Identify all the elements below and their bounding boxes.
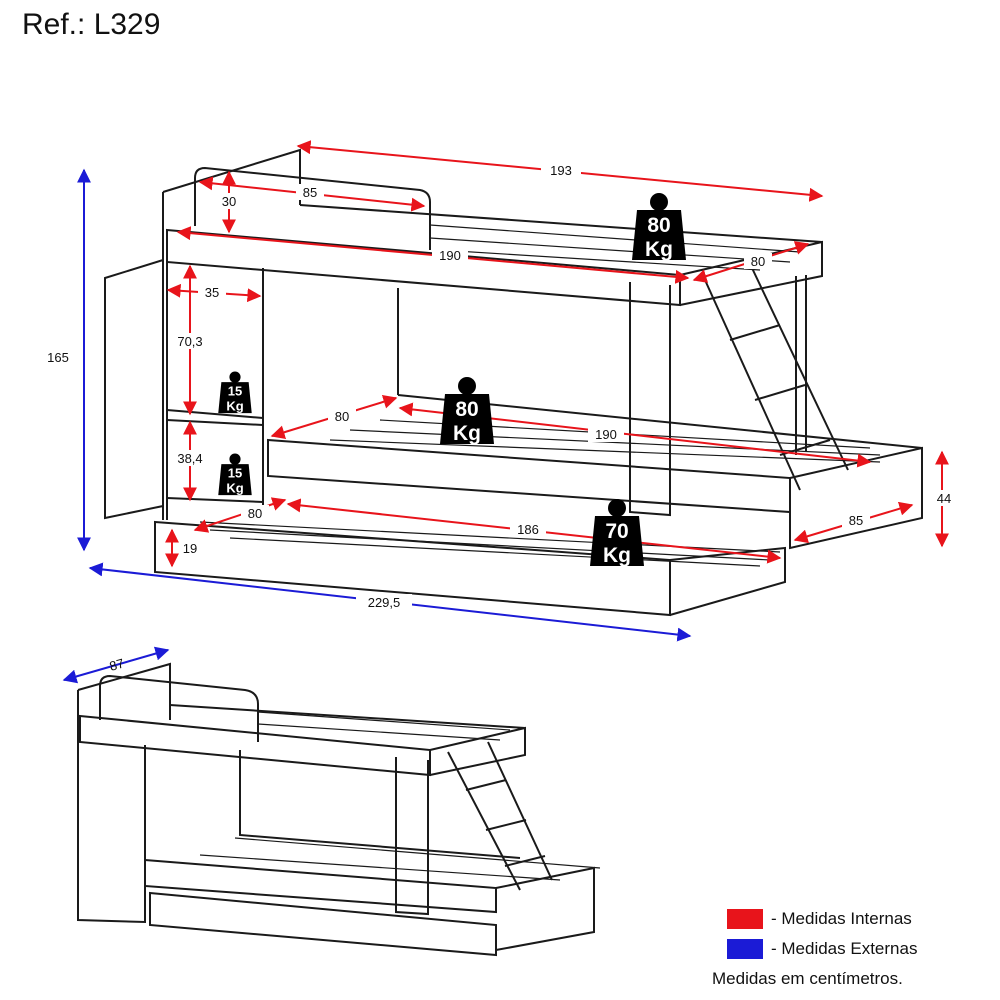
weight-badge-top: 80 Kg	[632, 193, 686, 261]
svg-text:Kg: Kg	[603, 544, 631, 567]
svg-text:Kg: Kg	[453, 422, 481, 445]
dim-186: 186	[517, 522, 539, 537]
legend-internal-label: - Medidas Internas	[771, 909, 912, 928]
legend-note: Medidas em centímetros.	[712, 966, 982, 992]
reference-title: Ref.: L329	[22, 8, 161, 41]
svg-text:80: 80	[455, 398, 478, 421]
dimension-labels: 193 85 30 190 80 35 70,3 165 38,4 80 190…	[47, 162, 958, 674]
svg-text:80: 80	[647, 214, 670, 237]
weight-badge-shelf-upper: 15 Kg	[218, 371, 252, 414]
legend-external: - Medidas Externas	[712, 936, 982, 962]
dim-80-middle: 80	[335, 409, 349, 424]
external-swatch	[727, 939, 763, 959]
dim-44: 44	[937, 491, 951, 506]
dim-30: 30	[222, 194, 236, 209]
weight-badge-trundle: 70 Kg	[590, 499, 644, 567]
svg-text:Kg: Kg	[226, 399, 243, 414]
dim-19: 19	[183, 541, 197, 556]
svg-text:15: 15	[228, 466, 242, 481]
weight-badge-shelf-lower: 15 Kg	[218, 453, 252, 496]
svg-text:15: 15	[228, 384, 242, 399]
dim-165: 165	[47, 350, 69, 365]
dim-85-side: 85	[849, 513, 863, 528]
dim-193: 193	[550, 163, 572, 178]
legend-note-label: Medidas em centímetros.	[712, 969, 903, 988]
dim-35: 35	[205, 285, 219, 300]
legend-external-label: - Medidas Externas	[771, 939, 918, 958]
dim-87: 87	[108, 655, 126, 673]
dim-38-4: 38,4	[177, 451, 202, 466]
legend: - Medidas Internas - Medidas Externas Me…	[712, 906, 982, 992]
svg-text:70: 70	[605, 520, 628, 543]
weight-badge-middle: 80 Kg	[440, 377, 494, 445]
internal-dimension-lines	[165, 140, 949, 568]
legend-internal: - Medidas Internas	[712, 906, 982, 932]
secondary-bed-drawing	[77, 662, 601, 957]
dim-85-headboard: 85	[303, 185, 317, 200]
dim-70-3: 70,3	[177, 334, 202, 349]
dim-80-trundle: 80	[248, 506, 262, 521]
svg-text:Kg: Kg	[226, 481, 243, 496]
internal-swatch	[727, 909, 763, 929]
dim-229-5: 229,5	[368, 595, 401, 610]
dim-190-upper: 190	[439, 248, 461, 263]
dim-80-upper: 80	[751, 254, 765, 269]
svg-text:Kg: Kg	[645, 238, 673, 261]
dim-190-middle: 190	[595, 427, 617, 442]
